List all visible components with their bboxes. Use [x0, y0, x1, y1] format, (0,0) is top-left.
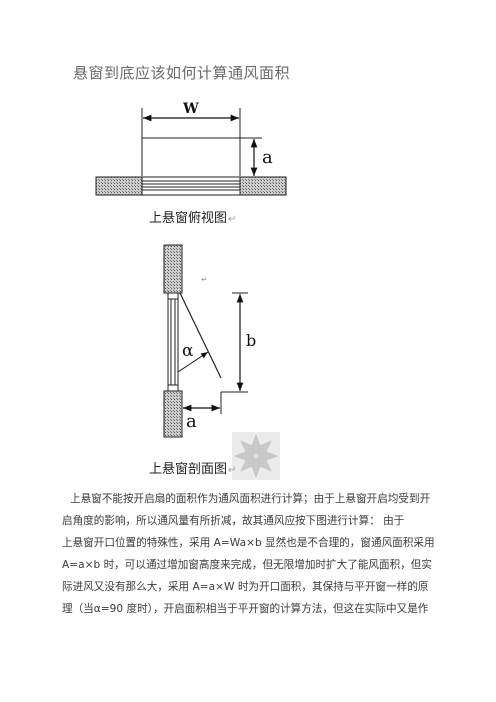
- paragraph-line: 启角度的影响，所以通风量有所折减，故其通风应按下图进行计算： 由于: [62, 515, 405, 527]
- paragraph-line: 际进风又没有那么大，采用 A=a×W 时为开口面积，其保持与平开窗一样的原: [62, 581, 429, 593]
- small-return-mark: ↵: [201, 275, 208, 284]
- paragraph-line: 理（当α=90 度时），开启面积相当于平开窗的计算方法，但这在实际中又是作: [62, 603, 429, 615]
- opened-sash: [179, 292, 222, 379]
- paragraph-line: 上悬窗开口位置的特殊性，采用 A=Wa×b 显然也是不合理的，窗通风面积采用: [62, 537, 435, 549]
- watermark-ornament-icon: [232, 432, 280, 480]
- alpha-label: α: [182, 341, 194, 361]
- paragraph-line: 上悬窗不能按开启扇的面积作为通风面积进行计算；由于上悬窗开启均受到开: [70, 493, 431, 505]
- section-view-caption: 上悬窗剖面图↵: [149, 462, 237, 477]
- a-label: a: [262, 147, 273, 168]
- page-title: 悬窗到底应该如何计算通风面积: [73, 64, 291, 82]
- wall-upper: [163, 244, 183, 294]
- w-label: W: [182, 101, 199, 117]
- wall-right: [239, 176, 287, 196]
- body-paragraph: 上悬窗不能按开启扇的面积作为通风面积进行计算；由于上悬窗开启均受到开 启角度的影…: [62, 488, 435, 620]
- paragraph-line: A=a×b 时，可以通过增加窗高度来完成，但无限增加时扩大了能风面积，但实: [62, 559, 432, 571]
- section-view-diagram: α b a ↵: [163, 244, 256, 438]
- top-view-caption: 上悬窗俯视图↵: [149, 211, 237, 226]
- a2-label: a: [186, 411, 197, 432]
- return-mark-icon: ↵: [228, 465, 237, 476]
- top-view-diagram: W a: [95, 101, 287, 196]
- wall-lower: [163, 390, 183, 438]
- b-label: b: [246, 331, 256, 350]
- wall-left: [95, 176, 143, 196]
- return-mark-icon: ↵: [228, 214, 237, 225]
- alpha-arrow: [177, 351, 209, 373]
